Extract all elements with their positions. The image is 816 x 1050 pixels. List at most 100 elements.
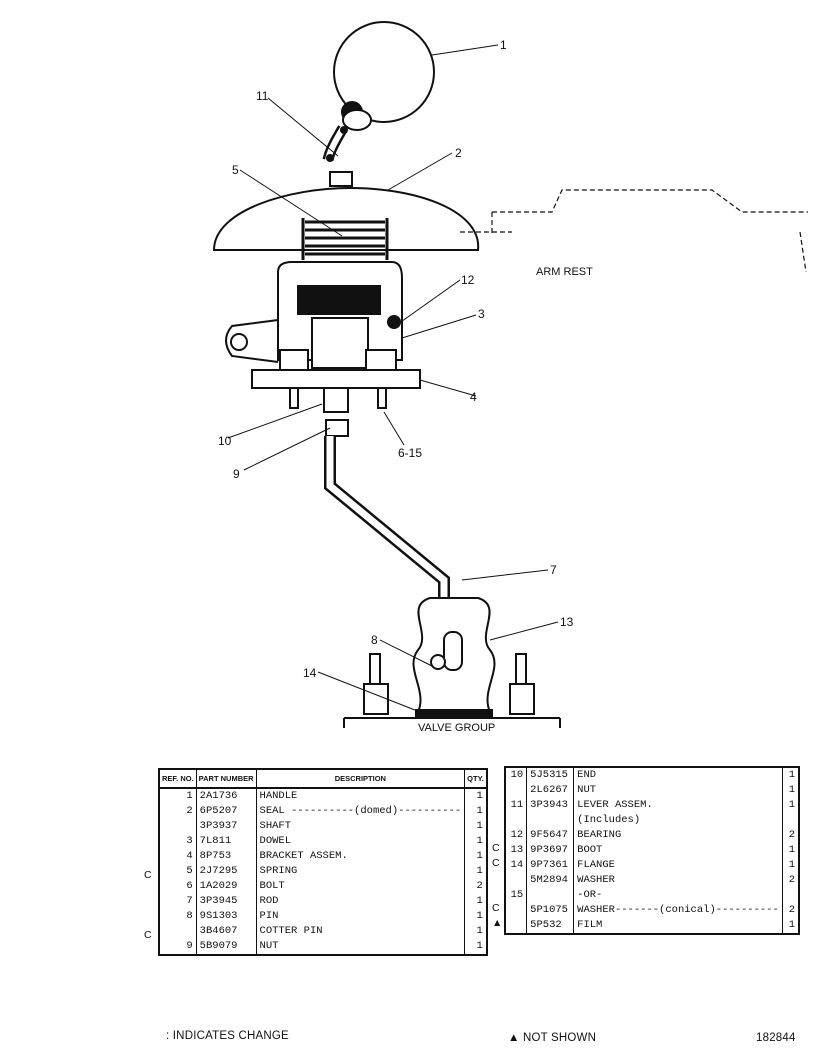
part-number-cell: 9P3697 bbox=[526, 843, 575, 858]
exploded-view-drawing: 1 11 2 5 12 3 4 10 9 6-15 7 13 8 14 ARM … bbox=[212, 21, 808, 734]
valve-group-part bbox=[343, 653, 561, 728]
change-mark: C bbox=[144, 929, 152, 941]
part-number-cell: 2A1736 bbox=[196, 788, 257, 804]
change-mark bbox=[492, 796, 502, 811]
description-cell: BEARING bbox=[573, 828, 783, 843]
change-mark bbox=[492, 766, 502, 781]
description-cell: BOOT bbox=[573, 843, 783, 858]
bracket-assem-part bbox=[225, 261, 421, 437]
table-row: 15 -OR- bbox=[505, 888, 799, 903]
description-cell: ROD bbox=[256, 894, 466, 909]
qty-cell: 2 bbox=[788, 829, 795, 841]
qty-cell: 1 bbox=[788, 784, 795, 796]
part-number-cell: 2J7295 bbox=[196, 864, 257, 879]
qty-cell: 1 bbox=[476, 910, 483, 922]
change-mark bbox=[144, 898, 152, 913]
ref-cell bbox=[159, 819, 197, 834]
part-number-cell: 2L6267 bbox=[526, 783, 575, 798]
header-desc: DESCRIPTION bbox=[256, 769, 466, 789]
qty-cell: 2 bbox=[788, 904, 795, 916]
description-cell: PIN bbox=[256, 909, 466, 924]
description-cell: NUT bbox=[256, 939, 466, 955]
table-row: (Includes) bbox=[505, 813, 799, 828]
part-number-cell: 3P3943 bbox=[526, 798, 575, 813]
description-cell: SPRING bbox=[256, 864, 466, 879]
callout-3: 3 bbox=[478, 307, 485, 321]
qty-cell: 1 bbox=[788, 844, 795, 856]
description-cell: LEVER ASSEM. bbox=[573, 798, 783, 813]
callout-10: 10 bbox=[218, 434, 232, 448]
part-number-cell: 5J5315 bbox=[526, 767, 575, 783]
handle-part bbox=[333, 21, 435, 131]
change-mark bbox=[492, 871, 502, 886]
ref-cell: 5 bbox=[159, 864, 197, 879]
part-number-cell: 6P5207 bbox=[196, 804, 257, 819]
part-number-cell bbox=[526, 813, 575, 828]
description-cell: HANDLE bbox=[256, 788, 466, 804]
part-number-cell: 5M2894 bbox=[526, 873, 575, 888]
part-number-cell: 5P532 bbox=[526, 918, 575, 934]
change-mark: ▲ bbox=[492, 917, 503, 929]
ref-cell bbox=[505, 918, 528, 934]
change-mark bbox=[144, 883, 152, 898]
change-mark bbox=[144, 823, 152, 838]
ref-cell: 8 bbox=[159, 909, 197, 924]
part-number-cell: 5B9079 bbox=[196, 939, 257, 955]
change-mark bbox=[492, 886, 502, 901]
ref-cell: 13 bbox=[505, 843, 528, 858]
boot-part bbox=[412, 597, 496, 717]
callout-4: 4 bbox=[470, 390, 477, 404]
part-number-cell: 3P3945 bbox=[196, 894, 257, 909]
callout-6-15: 6-15 bbox=[398, 446, 422, 460]
qty-cell bbox=[782, 813, 799, 828]
ref-cell: 9 bbox=[159, 939, 197, 955]
change-mark: C bbox=[144, 869, 152, 881]
ref-cell: 15 bbox=[505, 888, 528, 903]
description-cell: BRACKET ASSEM. bbox=[256, 849, 466, 864]
qty-cell: 1 bbox=[788, 769, 795, 781]
part-number-cell: 3P3937 bbox=[196, 819, 257, 834]
callout-9: 9 bbox=[233, 467, 240, 481]
qty-cell: 1 bbox=[788, 919, 795, 931]
description-cell: DOWEL bbox=[256, 834, 466, 849]
qty-cell: 2 bbox=[476, 880, 483, 892]
header-ref: REF. NO. bbox=[159, 769, 197, 789]
description-cell: SHAFT bbox=[256, 819, 466, 834]
change-mark bbox=[144, 853, 152, 868]
description-cell: WASHER-------(conical)---------- bbox=[573, 903, 783, 918]
qty-cell: 1 bbox=[476, 835, 483, 847]
change-note: : INDICATES CHANGE bbox=[166, 1030, 289, 1042]
ref-cell bbox=[505, 903, 528, 918]
callout-13: 13 bbox=[560, 615, 574, 629]
callout-8: 8 bbox=[371, 633, 378, 647]
description-cell: FLANGE bbox=[573, 858, 783, 873]
description-cell: BOLT bbox=[256, 879, 466, 894]
callout-2: 2 bbox=[455, 146, 462, 160]
change-mark bbox=[492, 781, 502, 796]
ref-cell: 6 bbox=[159, 879, 197, 894]
callout-12: 12 bbox=[461, 273, 475, 287]
change-mark bbox=[144, 808, 152, 823]
description-cell: -OR- bbox=[573, 888, 783, 903]
callout-1: 1 bbox=[500, 38, 507, 52]
description-cell: END bbox=[573, 767, 783, 783]
qty-cell: 1 bbox=[476, 865, 483, 877]
ref-cell: 7 bbox=[159, 894, 197, 909]
part-number-cell: 1A2029 bbox=[196, 879, 257, 894]
part-number-cell: 9S1303 bbox=[196, 909, 257, 924]
qty-cell: 1 bbox=[788, 799, 795, 811]
description-cell: (Includes) bbox=[573, 813, 783, 828]
